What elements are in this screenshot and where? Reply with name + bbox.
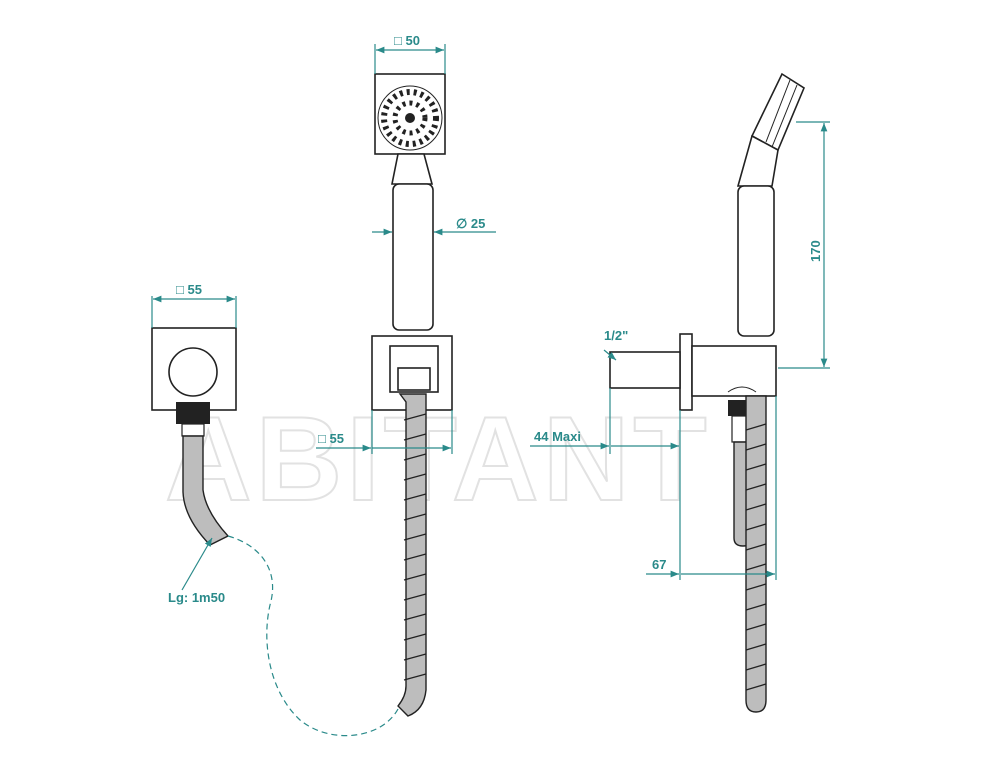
dim-hose-length: Lg: 1m50 — [168, 537, 225, 605]
hose-continuation-dashed — [227, 535, 401, 737]
side-hose-rings — [745, 423, 767, 691]
side-neck — [736, 134, 779, 187]
hand-shower-height-label: 170 — [808, 240, 823, 262]
hose-rings — [403, 413, 427, 681]
side-holder-body — [691, 345, 777, 397]
head-width-label: □ 50 — [394, 33, 420, 48]
hand-shower-side-view — [609, 72, 805, 713]
dim-hand-shower-height: 170 — [778, 121, 830, 369]
spray-face — [377, 85, 443, 151]
dim-wall-outlet-width: □ 55 — [151, 282, 237, 328]
dim-projection-max: 44 Maxi — [530, 388, 681, 580]
dim-holder-projection: 67 — [646, 396, 777, 580]
watermark-text: ABITANT — [165, 392, 711, 526]
hand-shower-front-view — [371, 73, 453, 717]
dim-holder-width: □ 55 — [316, 410, 453, 454]
hose-nut — [176, 402, 210, 424]
holder-clip — [397, 367, 431, 391]
wall-outlet-view — [151, 327, 401, 737]
holder-width-label: □ 55 — [318, 431, 344, 446]
side-hose-hanging — [745, 395, 767, 713]
hose-length-label: Lg: 1m50 — [168, 590, 225, 605]
thread-size-label: 1/2" — [604, 328, 628, 343]
head-neck — [391, 153, 434, 185]
handle — [392, 183, 434, 331]
wall-outlet-width-label: □ 55 — [176, 282, 202, 297]
side-threaded-pipe — [609, 351, 681, 389]
dim-thread-size: 1/2" — [603, 328, 628, 361]
side-handle — [737, 185, 775, 337]
projection-max-label: 44 Maxi — [534, 429, 581, 444]
dim-handle-diameter: ∅ 25 — [372, 216, 496, 236]
wall-outlet-connector — [168, 347, 218, 397]
holder-projection-label: 67 — [652, 557, 666, 572]
dim-head-width: □ 50 — [374, 33, 446, 74]
side-wall-plate — [679, 333, 693, 411]
handle-diameter-label: ∅ 25 — [456, 216, 485, 231]
